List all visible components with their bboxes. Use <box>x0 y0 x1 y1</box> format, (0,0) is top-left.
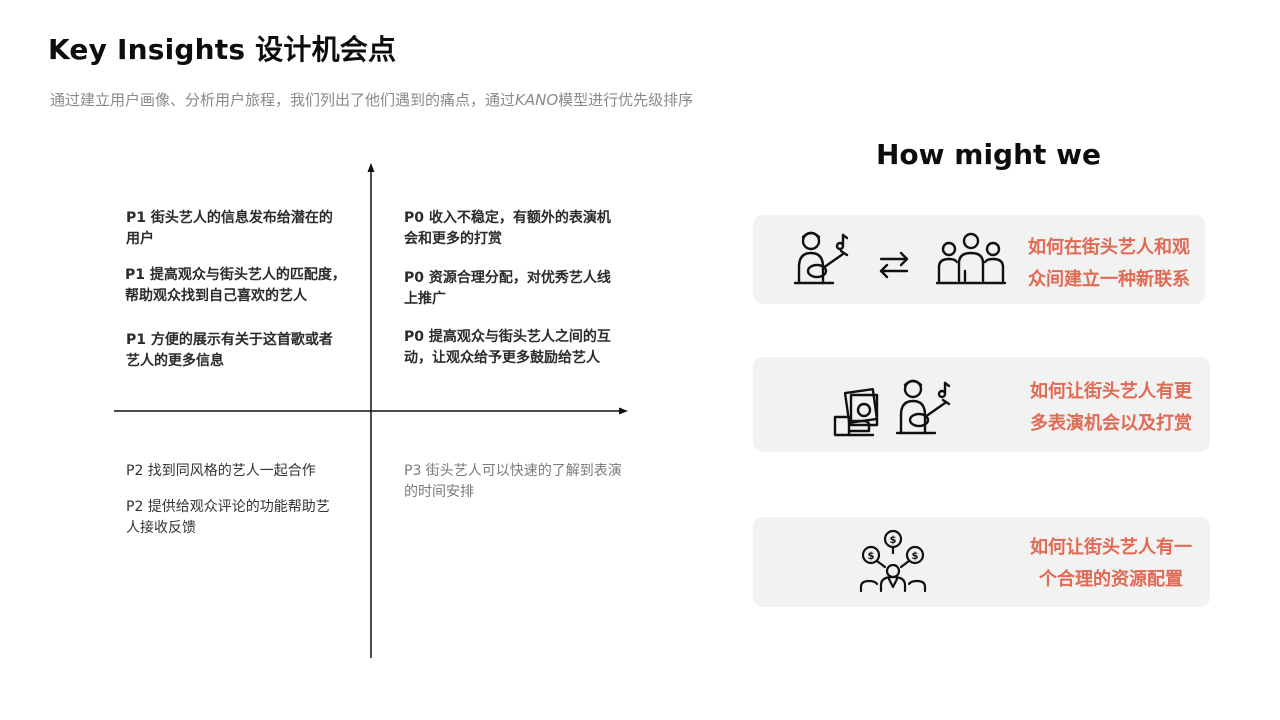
page-title: Key Insights 设计机会点 <box>48 33 397 66</box>
hmw-card-opportunity-text: 如何让街头艺人有更 多表演机会以及打赏 <box>1019 376 1203 440</box>
hmw-card-connection-line1: 如何在街头艺人和观 <box>1028 237 1190 258</box>
audience-group-icon <box>935 232 1007 285</box>
hmw-card-connection-line2: 众间建立一种新联系 <box>1028 269 1190 290</box>
hmw-card-resource-line2: 个合理的资源配置 <box>1039 569 1183 590</box>
hmw-card-resource-line1: 如何让街头艺人有一 <box>1030 537 1192 558</box>
y-axis-arrow <box>367 163 375 172</box>
hmw-card-resource-text: 如何让街头艺人有一 个合理的资源配置 <box>1019 532 1203 596</box>
hmw-card-connection: 如何在街头艺人和观 众间建立一种新联系 <box>753 215 1205 304</box>
insight-p1-publish: P1 街头艺人的信息发布给潜在的用户 <box>126 210 333 247</box>
hmw-title: How might we <box>876 138 1102 171</box>
insight-p0-resource: P0 资源合理分配，对优秀艺人线上推广 <box>404 270 611 307</box>
quadrant-axes <box>114 163 628 658</box>
cash-in-hand-icon <box>833 387 879 437</box>
guitarist-icon <box>895 379 951 435</box>
insight-p1-info: P1 方便的展示有关于这首歌或者艺人的更多信息 <box>126 332 333 369</box>
subtitle-text-1: 通过建立用户画像、分析用户旅程，我们列出了他们遇到的痛点，通过 <box>50 91 516 109</box>
insight-p3-schedule: P3 街头艺人可以快速的了解到表演的时间安排 <box>404 463 622 500</box>
hmw-card-opportunity-line2: 多表演机会以及打赏 <box>1030 413 1192 434</box>
insight-p2-comment: P2 提供给观众评论的功能帮助艺人接收反馈 <box>126 499 330 536</box>
money-distribution-icon: $ $ $ <box>859 529 927 593</box>
subtitle-text-2: 模型进行优先级排序 <box>558 91 694 109</box>
insight-p2-collab: P2 找到同风格的艺人一起合作 <box>126 463 316 479</box>
hmw-card-resource: $ $ $ 如何让街头艺人有一 个合理的资源配置 <box>753 517 1210 607</box>
subtitle-kano: KANO <box>515 91 559 109</box>
insight-p0-interaction: P0 提高观众与街头艺人之间的互动，让观众给予更多鼓励给艺人 <box>404 329 611 366</box>
guitarist-icon <box>793 231 849 285</box>
hmw-card-opportunity: 如何让街头艺人有更 多表演机会以及打赏 <box>753 357 1210 452</box>
page-subtitle: 通过建立用户画像、分析用户旅程，我们列出了他们遇到的痛点，通过KANO模型进行优… <box>50 89 693 110</box>
svg-text:$: $ <box>890 535 897 546</box>
insight-p1-match: P1 提高观众与街头艺人的匹配度，帮助观众找到自己喜欢的艺人 <box>125 267 346 304</box>
hmw-card-opportunity-line1: 如何让街头艺人有更 <box>1030 381 1192 402</box>
insight-p0-income: P0 收入不稳定，有额外的表演机会和更多的打赏 <box>404 210 611 247</box>
svg-text:$: $ <box>868 551 875 562</box>
x-axis-arrow <box>619 407 628 415</box>
svg-text:$: $ <box>912 551 919 562</box>
exchange-arrows-icon <box>879 251 909 279</box>
hmw-card-connection-text: 如何在街头艺人和观 众间建立一种新联系 <box>1017 232 1201 296</box>
